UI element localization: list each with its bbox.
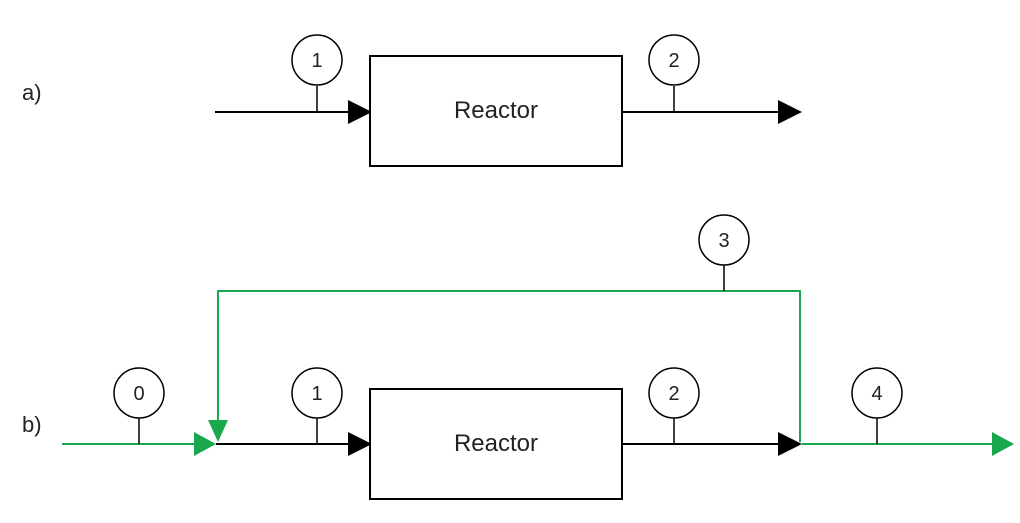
part-a-reactor-label: Reactor: [454, 97, 538, 124]
part-b-stream-0-marker: 0: [113, 367, 165, 444]
part-b-label: b): [22, 412, 42, 437]
part-b-stream-2-number: 2: [668, 383, 679, 405]
part-b-reactor-box: [369, 388, 623, 500]
part-b-stream-4-marker: 4: [851, 367, 903, 444]
part-b-recycle-arrow: [208, 420, 228, 442]
part-b-stream-3-number: 3: [718, 230, 729, 252]
part-b-stream-1-marker: 1: [291, 367, 343, 444]
part-b: b) Reactor 0 1: [22, 214, 1014, 500]
part-a-stream-2-marker: 2: [648, 34, 700, 112]
part-a-reactor-box: [369, 55, 623, 167]
part-a-stream-1-number: 1: [311, 50, 322, 72]
part-a-inlet-arrow: [348, 100, 372, 124]
part-b-reactor-outlet-arrow: [778, 432, 802, 456]
part-a-stream-1-marker: 1: [291, 34, 343, 112]
part-a: a) Reactor 1 2: [22, 34, 802, 167]
part-b-stream-0-number: 0: [133, 383, 144, 405]
part-b-stream-3-marker: 3: [698, 214, 750, 291]
part-a-outlet-arrow: [778, 100, 802, 124]
part-b-fresh-feed-arrow: [194, 432, 216, 456]
part-b-stream-2-marker: 2: [648, 367, 700, 444]
part-b-reactor-label: Reactor: [454, 430, 538, 457]
part-b-reactor-inlet-arrow: [348, 432, 372, 456]
part-b-product-arrow: [992, 432, 1014, 456]
part-a-stream-2-number: 2: [668, 50, 679, 72]
part-b-recycle-line: [217, 290, 801, 442]
part-b-stream-4-number: 4: [871, 383, 882, 405]
part-b-stream-1-number: 1: [311, 383, 322, 405]
part-a-label: a): [22, 80, 42, 105]
